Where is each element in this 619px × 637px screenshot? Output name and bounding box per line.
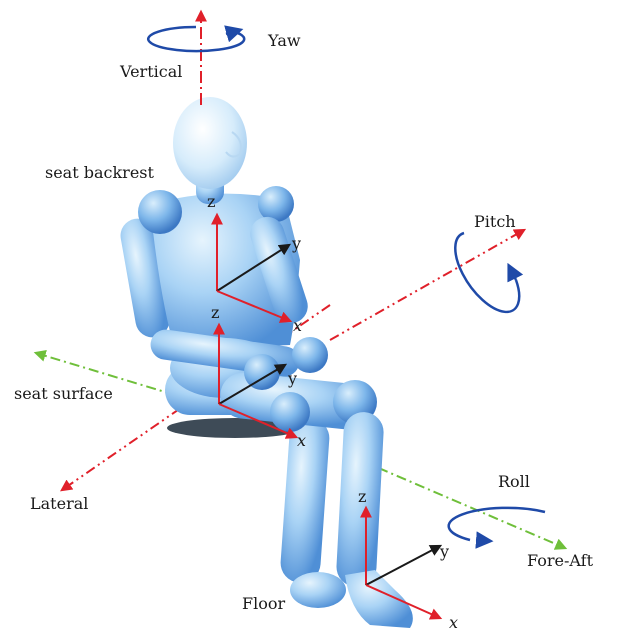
roll-rotation-arrow <box>449 508 545 541</box>
mannequin <box>118 97 413 628</box>
lateral-label: Lateral <box>30 494 88 513</box>
fore-aft-axis <box>360 460 565 548</box>
yaw-rotation-arrow <box>148 27 244 51</box>
backrest-x-label: x <box>293 316 302 335</box>
floor-y-label: y <box>439 542 449 561</box>
seat-surface-label: seat surface <box>14 384 113 403</box>
pitch-axis <box>330 230 524 340</box>
backrest-z-label: z <box>207 192 215 211</box>
floor-x-label: x <box>449 613 458 632</box>
vertical-label: Vertical <box>119 62 182 81</box>
pitch-rotation-arrow <box>455 233 519 312</box>
fore-aft-label: Fore-Aft <box>527 551 594 570</box>
seat-backrest-label: seat backrest <box>45 163 155 182</box>
roll-label: Roll <box>498 472 530 491</box>
seat-x-label: x <box>297 431 306 450</box>
yaw-label: Yaw <box>267 31 301 50</box>
pitch-label: Pitch <box>474 212 516 231</box>
floor-z-label: z <box>358 487 366 506</box>
backrest-y-label: y <box>291 234 301 253</box>
seat-y-label: y <box>287 369 297 388</box>
floor-label: Floor <box>242 594 285 613</box>
seat-z-label: z <box>211 303 219 322</box>
